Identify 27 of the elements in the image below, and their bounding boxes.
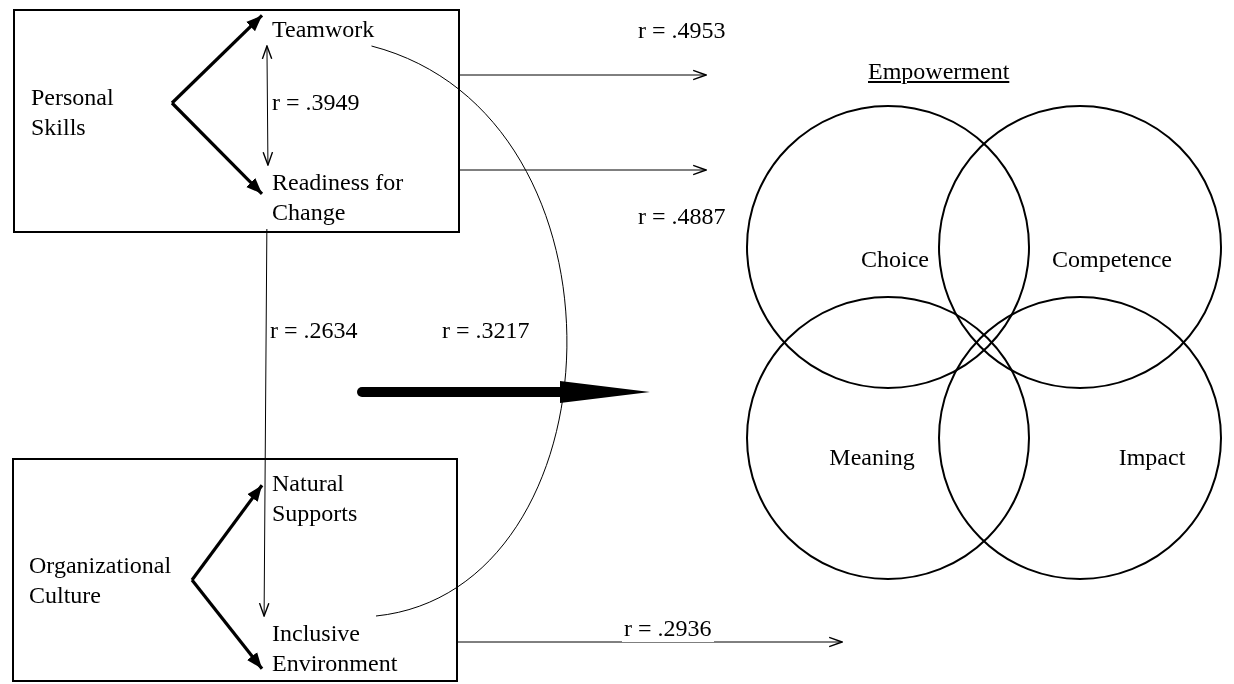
construct-label: Natural Supports (264, 468, 394, 532)
circle-label: Competence (1052, 245, 1172, 273)
arrow (190, 484, 264, 581)
arrow (190, 579, 264, 670)
venn-circle (938, 105, 1222, 389)
concept-box (13, 9, 460, 233)
group-heading: Empowerment (868, 58, 1010, 85)
venn-circle (938, 296, 1222, 580)
venn-circle (746, 296, 1030, 580)
construct-label: Readiness for Change (264, 167, 444, 231)
arrow (459, 164, 707, 176)
circle-label: Impact (1118, 443, 1186, 471)
arrow (170, 101, 264, 195)
arrow (258, 228, 270, 617)
circle-label: Choice (861, 245, 929, 273)
arrow (170, 14, 264, 105)
construct-label: Teamwork (264, 14, 414, 48)
circle-label: Meaning (829, 443, 915, 471)
construct-label: Inclusive Environment (264, 618, 454, 680)
arrow (261, 45, 274, 166)
connector-line (371, 45, 568, 617)
arrow (459, 69, 707, 81)
construct-label: Personal Skills (31, 82, 174, 146)
concept-box (12, 458, 458, 682)
arrow (457, 636, 843, 648)
venn-circle (746, 105, 1030, 389)
construct-label: Organizational Culture (29, 550, 194, 614)
